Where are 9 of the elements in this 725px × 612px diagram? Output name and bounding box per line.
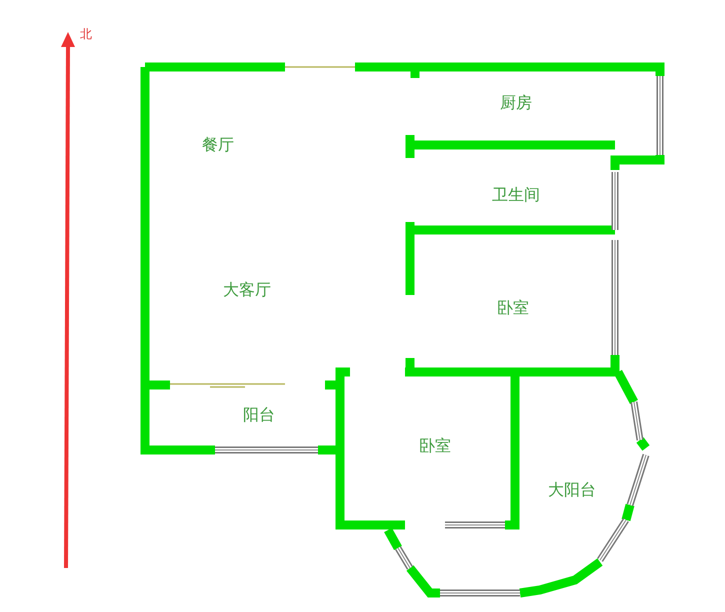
room-label: 餐厅: [202, 136, 234, 154]
room-label: 大客厅: [223, 281, 271, 299]
north-label: 北: [80, 26, 92, 43]
room-label: 卧室: [419, 437, 451, 455]
room-label: 阳台: [243, 406, 275, 424]
room-label: 厨房: [500, 94, 532, 112]
room-label: 卫生间: [492, 186, 540, 204]
room-label: 大阳台: [548, 481, 596, 499]
room-label: 卧室: [497, 299, 529, 317]
